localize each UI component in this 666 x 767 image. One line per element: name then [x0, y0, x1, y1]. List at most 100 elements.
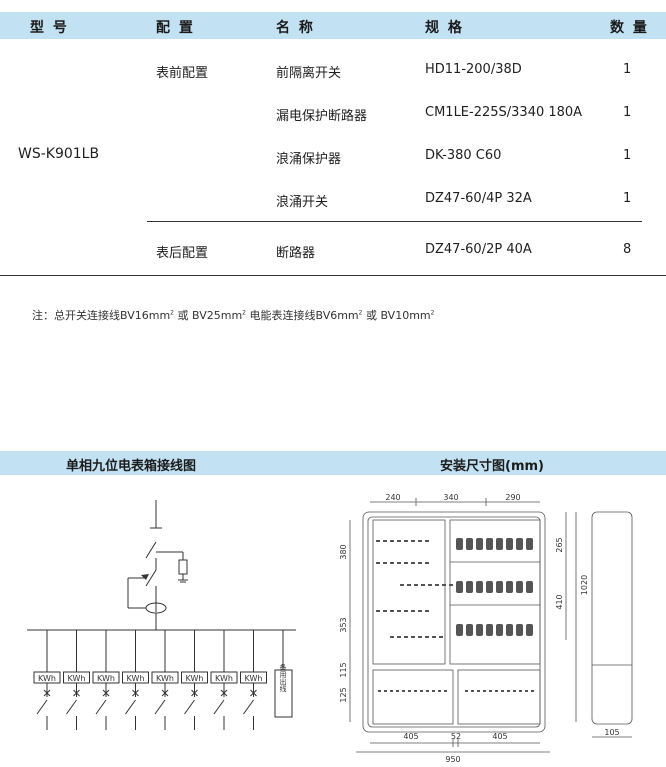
terminal-dot — [418, 562, 422, 564]
dim-left-3: 115 — [339, 662, 348, 677]
dim-top-1: 240 — [385, 493, 400, 502]
terminal-dot — [402, 690, 405, 692]
terminal-dot — [390, 540, 394, 542]
spare-outlet: 备用出线 — [274, 630, 293, 718]
terminal-dot — [404, 610, 408, 612]
dim-bottom-1: 405 — [403, 732, 418, 741]
breaker-block — [466, 581, 473, 593]
dim-bottom-3: 405 — [492, 732, 507, 741]
dim-depth: 105 — [604, 728, 619, 737]
group-divider — [147, 221, 642, 222]
breaker-block — [516, 624, 523, 636]
terminal-dot — [426, 690, 429, 692]
breaker-block — [516, 581, 523, 593]
terminal-dot — [489, 690, 492, 692]
terminal-dot — [411, 636, 415, 638]
terminal-dot — [525, 690, 528, 692]
terminal-dot — [425, 610, 429, 612]
terminal-dot — [404, 540, 408, 542]
group-label-before: 表前配置 — [156, 66, 209, 81]
terminal-dot — [376, 610, 380, 612]
terminal-dot — [397, 540, 401, 542]
row-qty: 1 — [623, 62, 632, 77]
breaker-block — [496, 581, 503, 593]
row-qty: 1 — [623, 191, 632, 206]
terminal-dot — [449, 584, 453, 586]
terminal-dot — [418, 540, 422, 542]
terminal-dot — [425, 636, 429, 638]
dim-top-2: 340 — [443, 493, 458, 502]
breaker-block — [496, 538, 503, 550]
terminal-dot — [439, 636, 443, 638]
header-qty: 数 量 — [610, 20, 649, 36]
terminal-dot — [483, 690, 486, 692]
terminal-dot — [400, 584, 404, 586]
terminal-dot — [513, 690, 516, 692]
row-spec: DZ47-60/2P 40A — [425, 242, 532, 257]
terminal-dot — [376, 540, 380, 542]
terminal-dot — [408, 690, 411, 692]
terminal-dot — [397, 636, 401, 638]
table-bottom-rule — [0, 275, 666, 276]
header-spec: 规 格 — [425, 20, 464, 36]
breaker-block — [466, 624, 473, 636]
terminal-dot — [432, 636, 436, 638]
row-name: 断路器 — [276, 246, 316, 261]
terminal-dot — [442, 584, 446, 586]
breaker-block — [526, 538, 533, 550]
terminal-dot — [425, 540, 429, 542]
terminal-dot — [411, 540, 415, 542]
dim-bottom-2: 52 — [451, 732, 461, 741]
dim-right-2: 410 — [555, 594, 564, 609]
terminal-dot — [507, 690, 510, 692]
header-model: 型 号 — [30, 20, 69, 36]
terminal-dot — [407, 584, 411, 586]
breaker-block — [526, 581, 533, 593]
group-label-after: 表后配置 — [156, 246, 209, 261]
row-qty: 1 — [623, 105, 632, 120]
row-spec: HD11-200/38D — [425, 62, 522, 77]
breaker-block — [456, 581, 463, 593]
row-qty: 1 — [623, 148, 632, 163]
dim-right-1: 265 — [555, 537, 564, 552]
terminal-dot — [378, 690, 381, 692]
kwh-meter-label: KWh — [38, 674, 56, 683]
terminal-dot — [444, 690, 447, 692]
terminal-dot — [418, 610, 422, 612]
terminal-dot — [411, 610, 415, 612]
terminal-dot — [471, 690, 474, 692]
row-qty: 8 — [623, 242, 632, 257]
row-spec: DK-380 C60 — [425, 148, 502, 163]
header-config: 配 置 — [156, 20, 195, 36]
model-value: WS-K901LB — [18, 146, 100, 162]
terminal-dot — [396, 690, 399, 692]
dim-top-3: 290 — [505, 493, 520, 502]
breaker-block — [496, 624, 503, 636]
wiring-note: 注：总开关连接线BV16mm2 或 BV25mm2 电能表连接线BV6mm2 或… — [32, 309, 435, 322]
breaker-block — [506, 581, 513, 593]
terminal-dot — [428, 584, 432, 586]
dim-width: 950 — [445, 755, 460, 764]
terminal-dot — [418, 636, 422, 638]
terminal-dot — [397, 610, 401, 612]
breaker-block — [476, 581, 483, 593]
kwh-meter-label: KWh — [245, 674, 263, 683]
terminal-dot — [383, 562, 387, 564]
row-name: 浪涌开关 — [276, 195, 329, 210]
terminal-dot — [390, 690, 393, 692]
row-name: 浪涌保护器 — [276, 152, 342, 167]
terminal-dot — [531, 690, 534, 692]
dim-left-2: 353 — [339, 617, 348, 632]
kwh-meter-label: KWh — [68, 674, 86, 683]
terminal-dot — [435, 584, 439, 586]
terminal-dot — [390, 562, 394, 564]
terminal-dot — [414, 584, 418, 586]
header-name: 名 称 — [276, 20, 315, 36]
terminal-dot — [421, 584, 425, 586]
breaker-block — [486, 538, 493, 550]
breaker-block — [526, 624, 533, 636]
breaker-blocks — [376, 538, 534, 692]
terminal-dot — [411, 562, 415, 564]
